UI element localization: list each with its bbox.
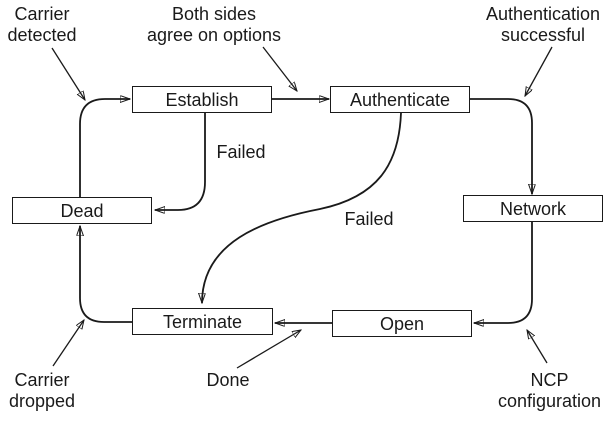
label-ncp-configuration: NCP configuration: [483, 370, 616, 412]
label-line: Both sides: [171, 4, 257, 24]
state-open-label: Open: [379, 313, 425, 334]
label-line: dropped: [8, 391, 76, 411]
pointer-carrier-dropped: [52, 320, 84, 367]
pointer-both-sides-agree: [262, 46, 297, 91]
label-line: Authentication: [485, 4, 601, 24]
edge-dead-to-establish: [79, 99, 130, 197]
label-failed-establish: Failed: [210, 142, 272, 163]
label-line: Done: [206, 370, 250, 390]
state-dead: Dead: [12, 197, 152, 224]
pointer-carrier-detected: [51, 47, 85, 100]
edge-authenticate-failed-to-terminate: [202, 112, 402, 303]
state-terminate-label: Terminate: [162, 311, 243, 332]
label-line: NCP: [530, 370, 569, 390]
label-both-sides-agree: Both sides agree on options: [140, 4, 288, 46]
state-establish-label: Establish: [165, 89, 239, 110]
label-line: Failed: [216, 142, 266, 162]
pointer-authentication-successful: [525, 46, 553, 96]
pointer-ncp-configuration: [527, 330, 548, 364]
label-carrier-dropped: Carrier dropped: [0, 370, 84, 412]
edge-authenticate-to-network: [470, 98, 532, 194]
label-line: agree on options: [146, 25, 282, 45]
label-line: Carrier: [14, 4, 70, 24]
state-authenticate: Authenticate: [330, 86, 470, 113]
state-establish: Establish: [132, 86, 272, 113]
pointer-done: [236, 330, 301, 369]
state-terminate: Terminate: [132, 308, 273, 335]
label-failed-authenticate: Failed: [338, 209, 400, 230]
state-network-label: Network: [499, 198, 566, 219]
label-line: successful: [500, 25, 586, 45]
label-line: configuration: [497, 391, 602, 411]
state-network: Network: [463, 195, 603, 222]
label-authentication-successful: Authentication successful: [470, 4, 616, 46]
edge-network-to-open: [474, 222, 533, 323]
state-authenticate-label: Authenticate: [349, 89, 451, 110]
label-line: Carrier: [14, 370, 70, 390]
state-open: Open: [332, 310, 472, 337]
edge-terminate-to-dead: [80, 226, 132, 323]
label-line: Failed: [344, 209, 394, 229]
edge-establish-failed-to-dead: [155, 113, 206, 210]
state-dead-label: Dead: [60, 200, 104, 221]
label-carrier-detected: Carrier detected: [0, 4, 84, 46]
label-line: detected: [7, 25, 77, 45]
label-done: Done: [200, 370, 256, 391]
